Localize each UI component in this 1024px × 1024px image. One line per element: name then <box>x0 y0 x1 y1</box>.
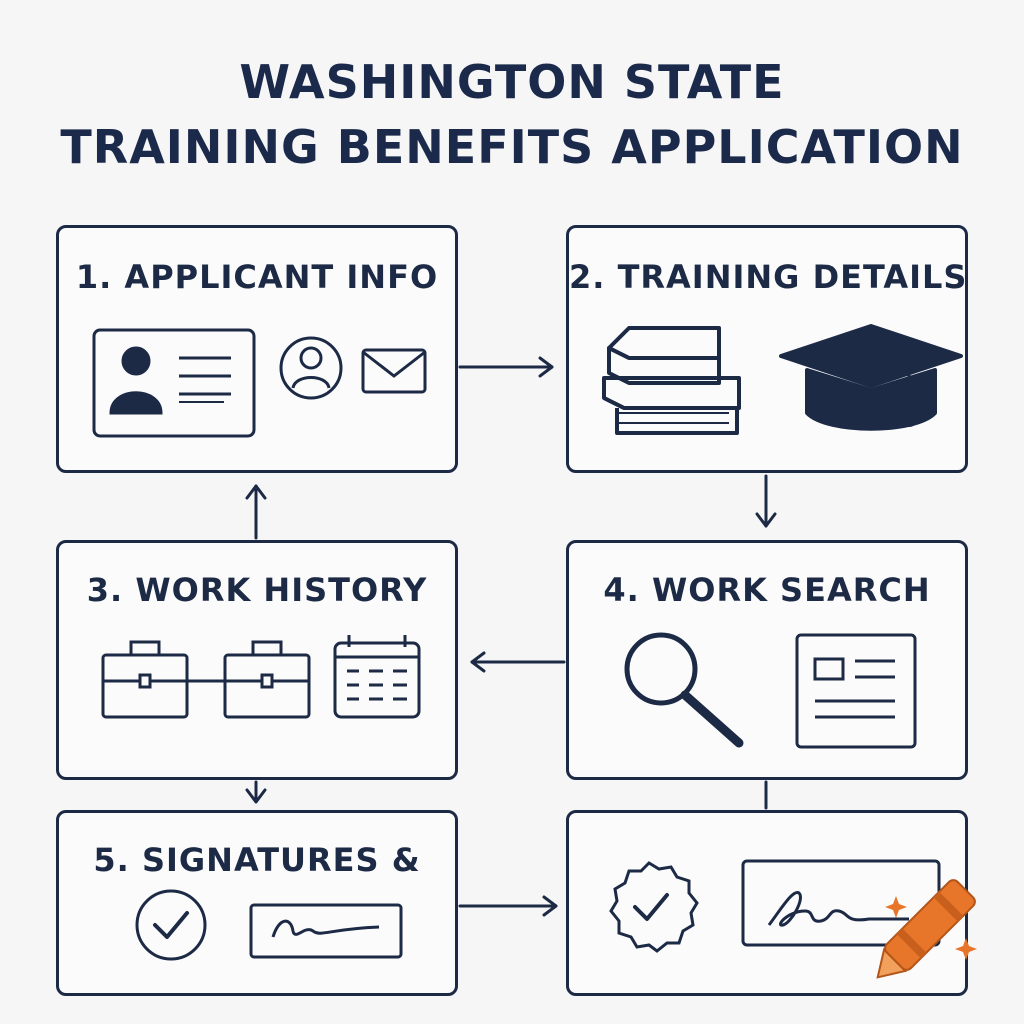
arrow-4-to-3 <box>470 651 566 673</box>
step-3-box: 3. WORK HISTORY <box>56 540 458 780</box>
step-4-label: 4. WORK SEARCH <box>603 571 931 609</box>
step-5-label: 5. SIGNATURES & <box>93 841 421 879</box>
arrow-5-to-6 <box>458 895 558 917</box>
step-2-box: 2. TRAINING DETAILS <box>566 225 968 473</box>
graduation-cap-icon <box>779 324 963 431</box>
arrow-3-to-5 <box>245 780 267 804</box>
step-1-label: 1. APPLICANT INFO <box>75 258 439 296</box>
briefcase-icon <box>223 640 311 719</box>
step-2-label: 2. TRAINING DETAILS <box>569 258 968 296</box>
envelope-icon <box>361 348 427 394</box>
arrow-3-to-1 <box>245 484 267 540</box>
arrow-2-to-4 <box>755 474 777 528</box>
id-card-icon <box>92 328 256 438</box>
step-1-box: 1. APPLICANT INFO <box>56 225 458 473</box>
title-line-1: WASHINGTON STATE <box>239 55 785 109</box>
document-icon <box>795 633 917 749</box>
signature-field-icon <box>249 903 403 959</box>
signature-field-icon <box>741 859 941 947</box>
step-4-box: 4. WORK SEARCH <box>566 540 968 780</box>
step-3-label: 3. WORK HISTORY <box>86 571 428 609</box>
title-line-2: TRAINING BENEFITS APPLICATION <box>60 120 964 174</box>
magnifier-icon <box>624 632 744 748</box>
briefcase-icon <box>101 640 189 719</box>
check-circle-icon <box>135 889 207 961</box>
arrow-1-to-2 <box>458 356 554 378</box>
step-6-box <box>566 810 968 996</box>
user-avatar-icon <box>279 336 343 400</box>
check-badge-icon <box>609 861 699 953</box>
step-5-box: 5. SIGNATURES & <box>56 810 458 996</box>
books-stack-icon <box>602 326 741 435</box>
calendar-icon <box>333 635 421 719</box>
